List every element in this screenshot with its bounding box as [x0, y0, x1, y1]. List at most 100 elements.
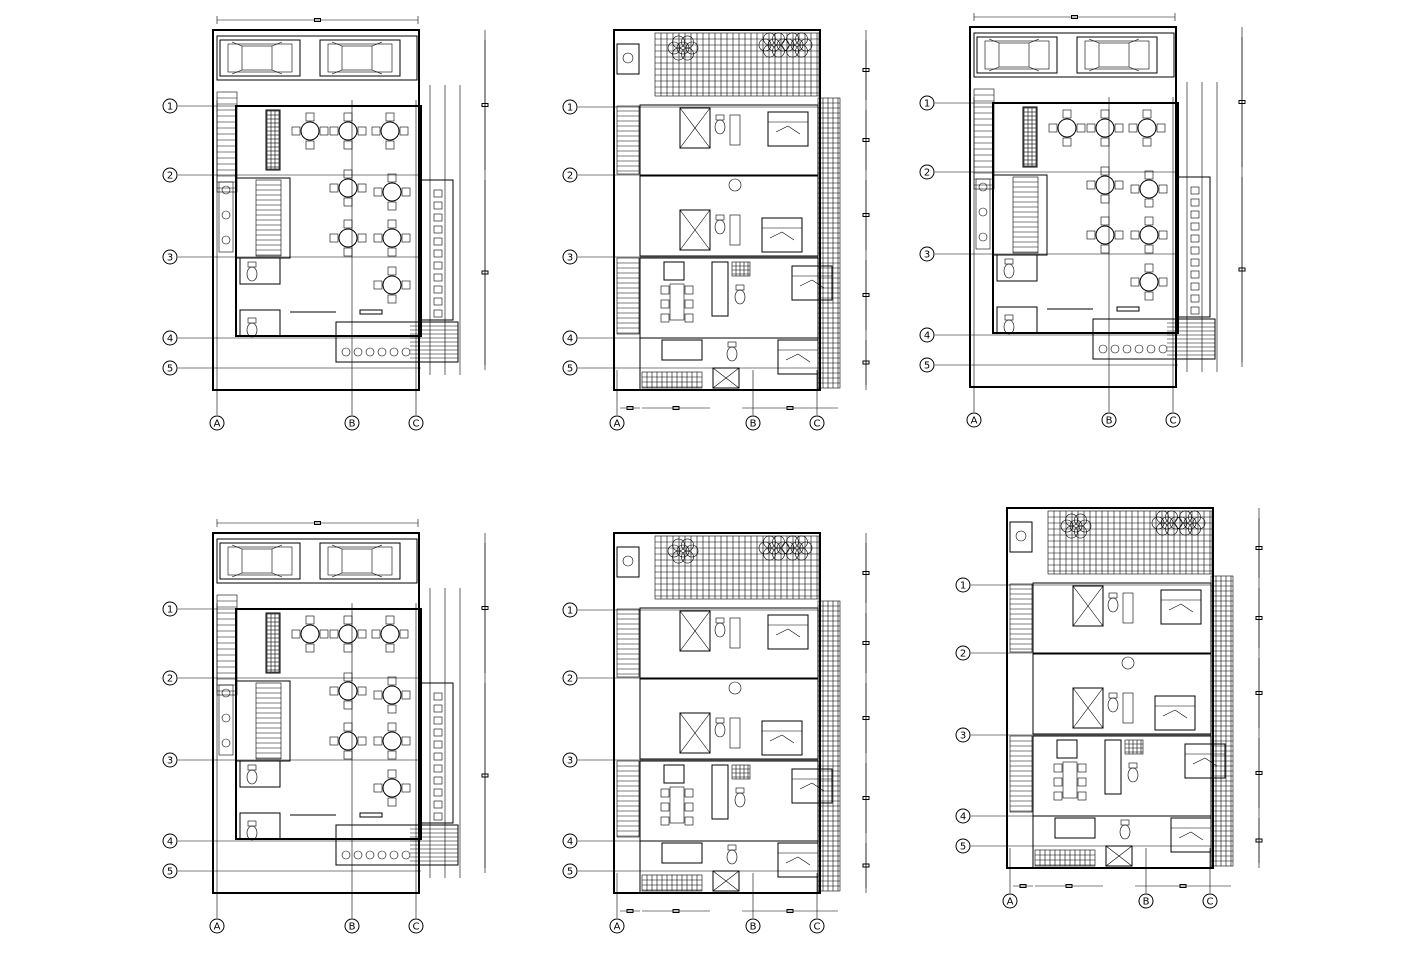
dimension-line	[620, 909, 640, 913]
grid-bubble-row-4-label: 4	[924, 331, 930, 342]
chair-icon	[1100, 244, 1110, 254]
dining-table-icon	[329, 112, 367, 150]
chair-icon	[329, 686, 339, 696]
chair-icon	[1144, 170, 1154, 180]
car-icon	[976, 36, 1058, 74]
chair-icon	[387, 750, 397, 760]
dining-table-icon	[1130, 216, 1168, 254]
grid-bubble-col-B-label: B	[1106, 416, 1113, 427]
dining-table-icon	[1128, 109, 1166, 147]
grid-bubble-row-5-label: 5	[167, 364, 173, 375]
dining-table-icon	[329, 672, 367, 710]
dining-table-icon	[329, 169, 367, 207]
grid-bubble-col-C-label: C	[814, 922, 821, 933]
chair-icon	[1128, 123, 1138, 133]
chair-icon	[373, 187, 383, 197]
chair-icon	[371, 629, 381, 639]
hatch-pattern	[1124, 739, 1144, 755]
stair-icon	[616, 105, 640, 175]
grid-bubble-row-1: 1	[562, 99, 578, 115]
hatch-pattern	[1210, 575, 1234, 867]
chair-icon	[329, 183, 339, 193]
grid-bubble-row-4: 4	[162, 833, 178, 849]
dimension-line	[862, 110, 870, 170]
chair-icon	[329, 629, 339, 639]
chair-icon	[1114, 230, 1124, 240]
chair-icon	[1158, 184, 1168, 194]
chair-icon	[1130, 277, 1140, 287]
stair-icon	[1012, 176, 1039, 254]
dining-table-icon	[373, 173, 411, 211]
bed-icon	[1154, 695, 1196, 731]
chair-icon	[399, 126, 409, 136]
grid-bubble-row-3-label: 3	[960, 731, 966, 742]
chair-icon	[1114, 180, 1124, 190]
chair-icon	[385, 140, 395, 150]
dimension-line	[862, 843, 870, 888]
chair-icon	[1142, 109, 1152, 119]
grid-bubble-row-3: 3	[162, 249, 178, 265]
chair-icon	[357, 126, 367, 136]
plant-icon	[758, 535, 790, 561]
dimension-line	[1255, 518, 1263, 578]
grid-bubble-col-B-label: B	[750, 922, 757, 933]
chair-icon	[373, 233, 383, 243]
chair-icon	[291, 629, 301, 639]
grid-bubble-row-3-label: 3	[167, 253, 173, 264]
grid-bubble-row-4-label: 4	[167, 837, 173, 848]
grid-bubble-row-5-label: 5	[924, 361, 930, 372]
toilet-icon	[1107, 592, 1119, 613]
grid-bubble-row-4: 4	[955, 808, 971, 824]
chair-icon	[343, 750, 353, 760]
hatch-pattern	[1034, 849, 1096, 867]
chair-icon	[385, 643, 395, 653]
hatch-pattern	[731, 261, 751, 277]
toilet-icon	[246, 261, 258, 282]
dining-table-icon	[1048, 109, 1086, 147]
dining-table-icon	[1130, 170, 1168, 208]
toilet-icon	[246, 820, 258, 841]
dining-table-icon	[371, 112, 409, 150]
toilet-icon	[714, 617, 726, 638]
grid-bubble-row-3: 3	[955, 727, 971, 743]
dining-table-icon	[329, 219, 367, 257]
dimension-line	[862, 40, 870, 100]
stair-icon	[1009, 583, 1033, 653]
grid-bubble-col-A-label: A	[214, 419, 221, 430]
chair-icon	[319, 126, 329, 136]
chair-icon	[373, 690, 383, 700]
dining-table-icon	[1086, 109, 1124, 147]
dimension-line	[642, 909, 710, 913]
chair-icon	[1086, 123, 1096, 133]
grid-bubble-row-3-label: 3	[924, 250, 930, 261]
chair-icon	[1142, 137, 1152, 147]
grid-bubble-col-C: C	[408, 918, 424, 934]
stair-icon	[616, 608, 640, 678]
grid-bubble-row-2-label: 2	[960, 649, 966, 660]
chair-icon	[1100, 137, 1110, 147]
grid-bubble-col-B-label: B	[1143, 897, 1150, 908]
chair-icon	[385, 112, 395, 122]
dining-table-icon	[291, 615, 329, 653]
grid-bubble-row-1-label: 1	[960, 581, 966, 592]
grid-bubble-row-4-label: 4	[567, 837, 573, 848]
dining-table-icon	[1086, 166, 1124, 204]
dimension-line	[642, 406, 710, 410]
grid-bubble-row-5: 5	[562, 360, 578, 376]
grid-bubble-row-5-label: 5	[167, 867, 173, 878]
chair-icon	[401, 233, 411, 243]
chair-icon	[343, 722, 353, 732]
grid-bubble-row-5-label: 5	[567, 364, 573, 375]
chair-icon	[291, 126, 301, 136]
dimension-line	[1013, 884, 1033, 888]
chair-icon	[1144, 216, 1154, 226]
hatch-pattern	[266, 110, 280, 170]
plant-icon	[758, 32, 790, 58]
stair-icon	[616, 760, 640, 838]
hatch-pattern	[1023, 107, 1037, 167]
grid-bubble-col-A: A	[609, 918, 625, 934]
